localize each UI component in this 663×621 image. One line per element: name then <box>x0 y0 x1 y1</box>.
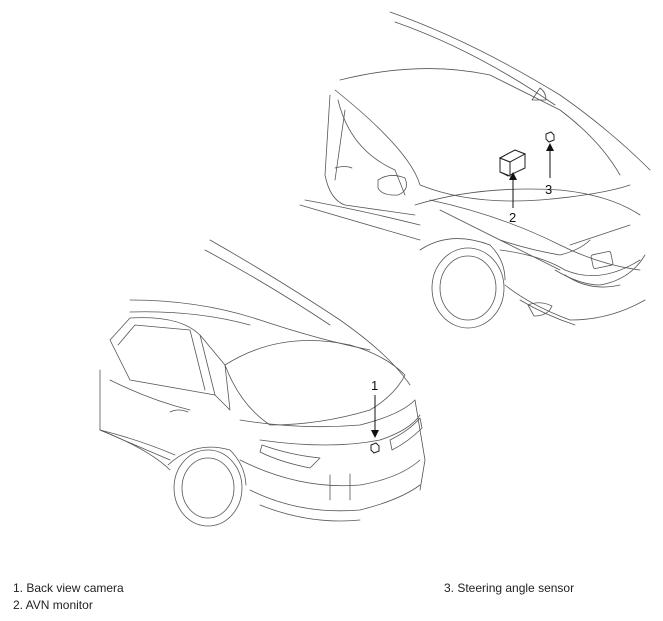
callout-1: 1 <box>371 378 378 393</box>
rear-car-illustration <box>99 239 426 527</box>
back-view-camera-component <box>370 442 380 454</box>
callout-3: 3 <box>545 182 552 197</box>
legend-item-steering-angle-sensor: 3. Steering angle sensor <box>444 581 575 595</box>
arrow-1 <box>371 430 379 438</box>
avn-monitor-component <box>498 149 527 177</box>
arrow-2 <box>509 172 517 180</box>
legend-item-avn-monitor: 2. AVN monitor <box>13 598 93 612</box>
front-car-illustration <box>299 11 651 329</box>
arrow-3 <box>546 143 554 151</box>
steering-angle-sensor-component <box>545 131 555 143</box>
legend-item-back-view-camera: 1. Back view camera <box>13 581 124 595</box>
callout-2: 2 <box>509 210 516 225</box>
